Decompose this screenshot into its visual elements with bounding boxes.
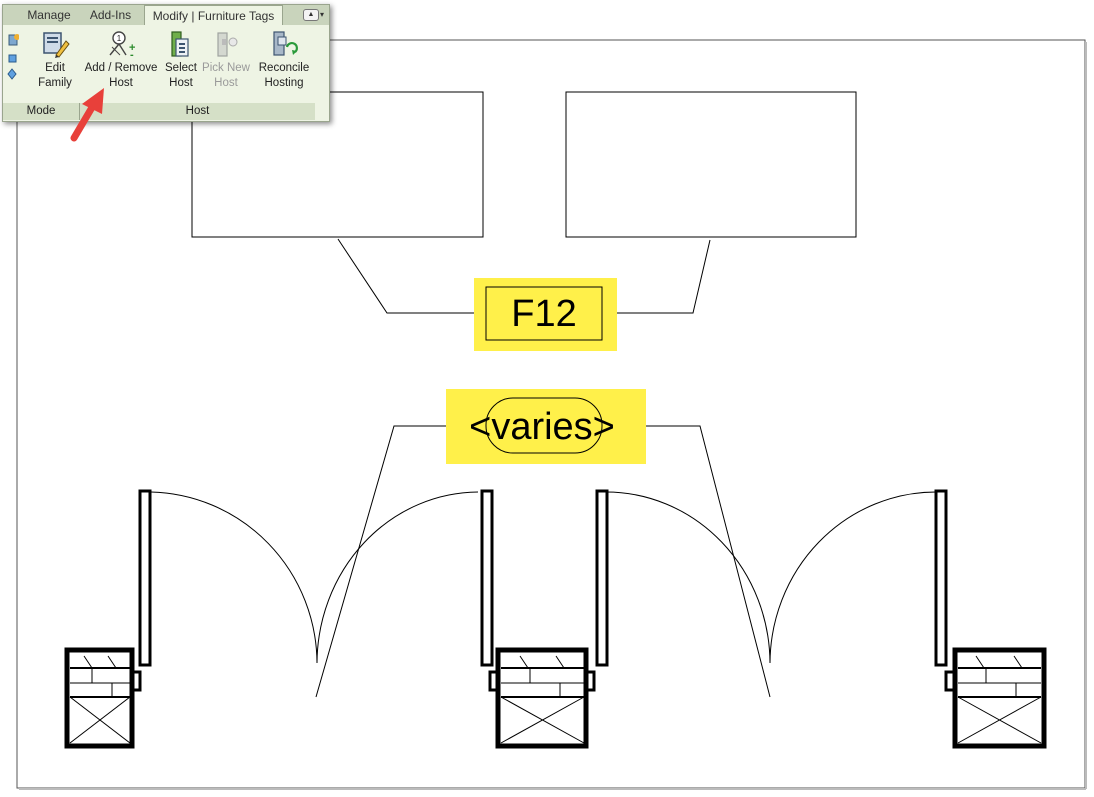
leader-line [624, 425, 771, 698]
tag-f12[interactable]: F12 [474, 278, 617, 351]
tab-modify-furniture-tags[interactable]: Modify | Furniture Tags [144, 5, 283, 27]
ribbon-panel: Manage Add-Ins Modify | Furniture Tags ▲… [2, 4, 330, 122]
svg-text:-: - [130, 49, 134, 59]
tag-box [485, 286, 603, 341]
minimize-ribbon-icon[interactable]: ▲ [303, 9, 319, 21]
add-remove-host-icon: 1 +- [109, 31, 135, 59]
ribbon-tab-bar: Manage Add-Ins Modify | Furniture Tags ▲… [3, 5, 329, 27]
edit-family-icon [43, 32, 70, 58]
reconcile-hosting-icon [273, 31, 298, 56]
svg-text:1: 1 [117, 34, 122, 43]
tab-add-ins[interactable]: Add-Ins [89, 8, 132, 22]
tag-oval [485, 397, 603, 454]
select-host-icon [171, 31, 189, 57]
ribbon-dropdown-icon[interactable]: ▾ [320, 10, 325, 19]
panel-label-host: Host [80, 103, 315, 120]
table-left[interactable] [191, 91, 484, 238]
panel-label-mode: Mode [3, 103, 79, 120]
door-center[interactable] [480, 489, 609, 749]
ribbon-panels: Edit Family 1 +- Add / Remove Host Select… [3, 25, 329, 121]
panel-separator [79, 103, 80, 120]
leader-line [337, 238, 486, 314]
pick-new-host-icon [217, 32, 238, 57]
tag-varies-label: <varies> [469, 406, 615, 448]
door-left[interactable] [64, 489, 152, 749]
door-swing-arc [316, 491, 479, 664]
door-right[interactable] [934, 489, 1047, 749]
tag-f12-label: F12 [511, 293, 576, 335]
reconcile-hosting-label: Reconcile Hosting [258, 62, 310, 89]
edit-family-button[interactable]: Edit Family [33, 29, 77, 101]
select-host-label: Select Host [165, 62, 197, 89]
door-swing-arc [605, 491, 771, 664]
pick-new-host-button[interactable]: Pick New Host [201, 29, 251, 101]
tag-highlight [474, 278, 617, 351]
partial-tool-icon[interactable] [7, 33, 20, 83]
leader-line [602, 239, 711, 314]
leader-line [315, 425, 460, 698]
add-remove-host-label: Add / Remove Host [84, 62, 158, 89]
door-swing-arc [150, 491, 318, 664]
add-remove-host-button[interactable]: 1 +- Add / Remove Host [79, 29, 163, 101]
pointer-arrow-icon [70, 88, 104, 142]
pick-new-host-label: Pick New Host [202, 62, 250, 89]
door-swing-arc [769, 491, 937, 664]
table-right[interactable] [565, 91, 857, 238]
select-host-button[interactable]: Select Host [161, 29, 201, 101]
tab-manage[interactable]: Manage [27, 8, 71, 22]
tag-varies[interactable]: <varies> [446, 389, 646, 464]
edit-family-label: Edit Family [38, 62, 72, 89]
svg-text:+: + [129, 42, 135, 54]
tag-highlight [446, 389, 646, 464]
reconcile-hosting-button[interactable]: Reconcile Hosting [253, 29, 315, 101]
